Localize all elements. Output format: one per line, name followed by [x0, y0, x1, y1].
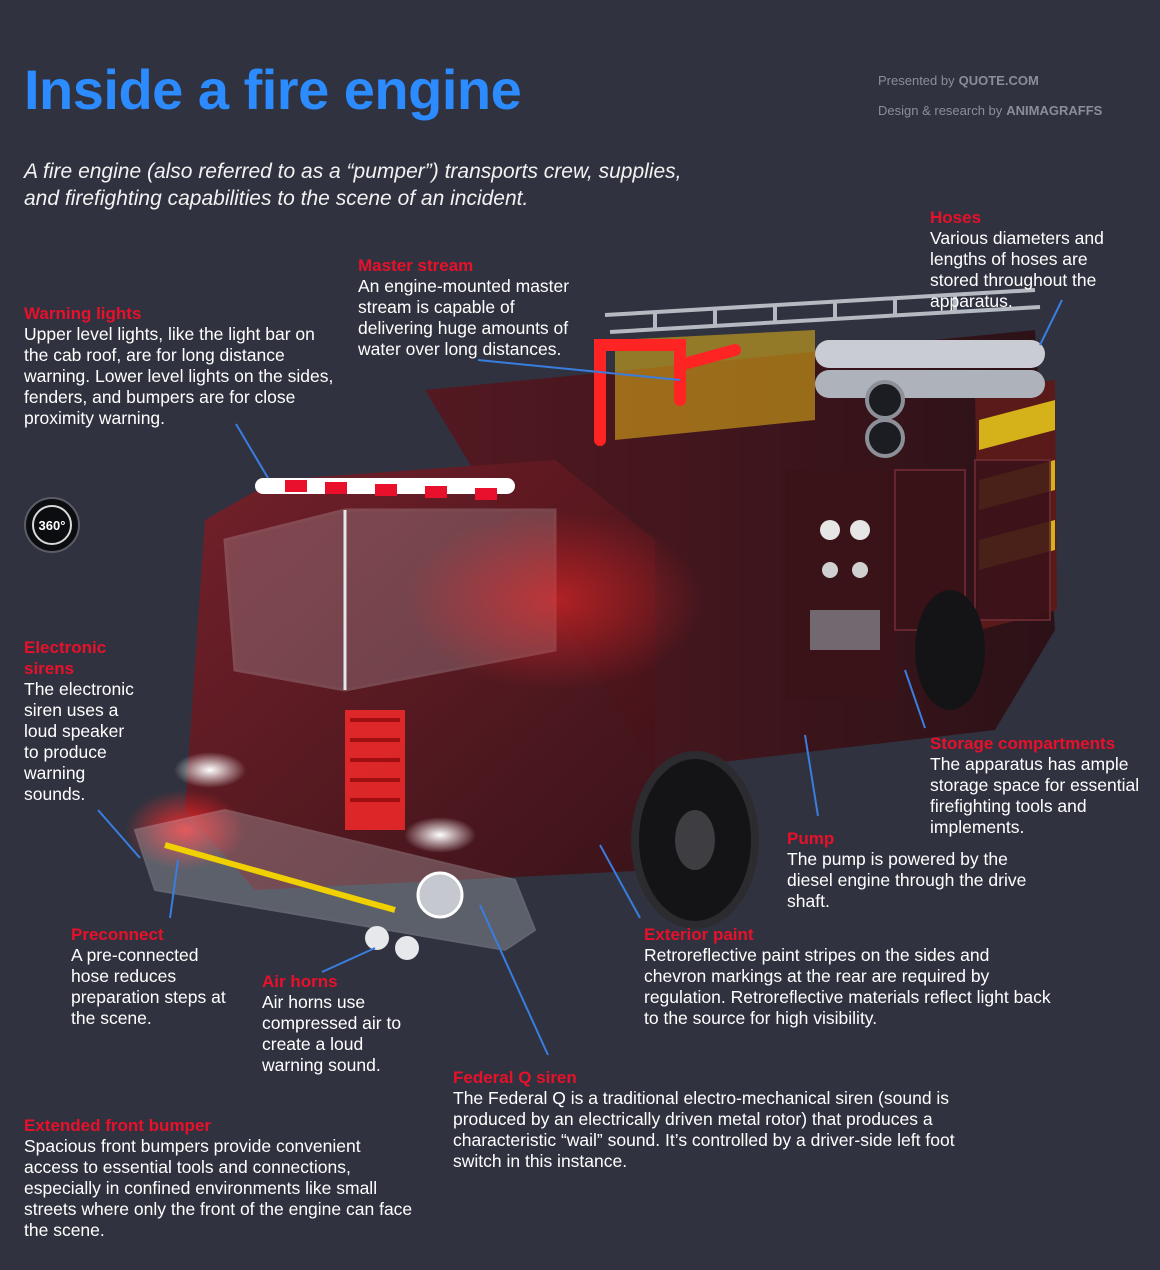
callout-body: Various diameters and lengths of hoses a… — [930, 228, 1104, 311]
callout-body: The pump is powered by the diesel engine… — [787, 849, 1027, 911]
callout-title: Air horns — [262, 972, 338, 991]
callout-preconnect: Preconnect A pre-connected hose reduces … — [71, 924, 226, 1029]
callout-body: Retroreflective paint stripes on the sid… — [644, 945, 1051, 1028]
left-headlight — [174, 752, 246, 788]
callout-title: Electronic sirens — [24, 638, 107, 678]
preconnect-hose — [164, 842, 396, 913]
callout-body: Spacious front bumpers provide convenien… — [24, 1136, 413, 1240]
callout-title: Exterior paint — [644, 925, 754, 944]
callout-extended-front-bumper: Extended front bumper Spacious front bum… — [24, 1115, 419, 1241]
fire-engine-illustration[interactable] — [95, 270, 1065, 990]
callout-warning-lights: Warning lights Upper level lights, like … — [24, 303, 334, 429]
callout-title: Pump — [787, 829, 835, 848]
hose-bed — [615, 330, 815, 440]
design-by-label: Design & research by — [878, 103, 1003, 118]
callout-pump: Pump The pump is powered by the diesel e… — [787, 828, 1032, 912]
front-hub — [675, 810, 715, 870]
callout-air-horns: Air horns Air horns use compressed air t… — [262, 971, 422, 1076]
callout-title: Extended front bumper — [24, 1116, 212, 1135]
interior-glow — [405, 510, 705, 690]
presented-by-brand[interactable]: QUOTE.COM — [958, 73, 1039, 88]
ladder-rack — [604, 288, 1041, 334]
callout-title: Hoses — [930, 208, 982, 227]
design-by-brand[interactable]: ANIMAGRAFFS — [1006, 103, 1103, 118]
callout-federal-q-siren: Federal Q siren The Federal Q is a tradi… — [453, 1067, 993, 1172]
callout-body: The apparatus has ample storage space fo… — [930, 754, 1140, 837]
intro-text: A fire engine (also referred to as a “pu… — [24, 160, 682, 210]
storage-compartment-doors — [894, 459, 1051, 631]
page-title: Inside a fire engine — [24, 58, 522, 121]
callout-body: The Federal Q is a traditional electro-m… — [453, 1088, 955, 1171]
callout-title: Federal Q siren — [453, 1068, 577, 1087]
callout-master-stream: Master stream An engine-mounted master s… — [358, 255, 573, 360]
callout-hoses: Hoses Various diameters and lengths of h… — [930, 207, 1130, 312]
bumper-glow — [125, 790, 245, 870]
callout-title: Warning lights — [24, 304, 142, 323]
right-headlight — [404, 817, 476, 853]
pump-panel — [785, 470, 895, 700]
callout-body: An engine-mounted master stream is capab… — [358, 276, 570, 359]
rotate-360-icon: 360° — [32, 505, 72, 545]
callout-body: A pre-connected hose reduces preparation… — [71, 945, 226, 1028]
callout-body: The electronic siren uses a loud speaker… — [24, 679, 134, 804]
hose-bundles — [815, 340, 1045, 458]
callout-storage-compartments: Storage compartments The apparatus has a… — [930, 733, 1140, 838]
rotate-360-button[interactable]: 360° — [24, 497, 80, 553]
roof-light-bar — [255, 478, 515, 500]
air-horn-right — [395, 936, 419, 960]
federal-q-siren-unit — [416, 871, 464, 919]
rear-wheel — [915, 590, 985, 710]
callout-title: Preconnect — [71, 925, 164, 944]
callout-electronic-sirens: Electronic sirens The electronic siren u… — [24, 637, 139, 805]
callout-title: Storage compartments — [930, 734, 1116, 753]
air-horn-left — [365, 926, 389, 950]
callout-title: Master stream — [358, 256, 474, 275]
callout-exterior-paint: Exterior paint Retroreflective paint str… — [644, 924, 1054, 1029]
callout-body: Air horns use compressed air to create a… — [262, 992, 402, 1075]
front-grille — [345, 710, 405, 830]
presented-by-label: Presented by — [878, 73, 955, 88]
callout-body: Upper level lights, like the light bar o… — [24, 324, 334, 428]
rotate-360-label: 360° — [38, 517, 66, 533]
